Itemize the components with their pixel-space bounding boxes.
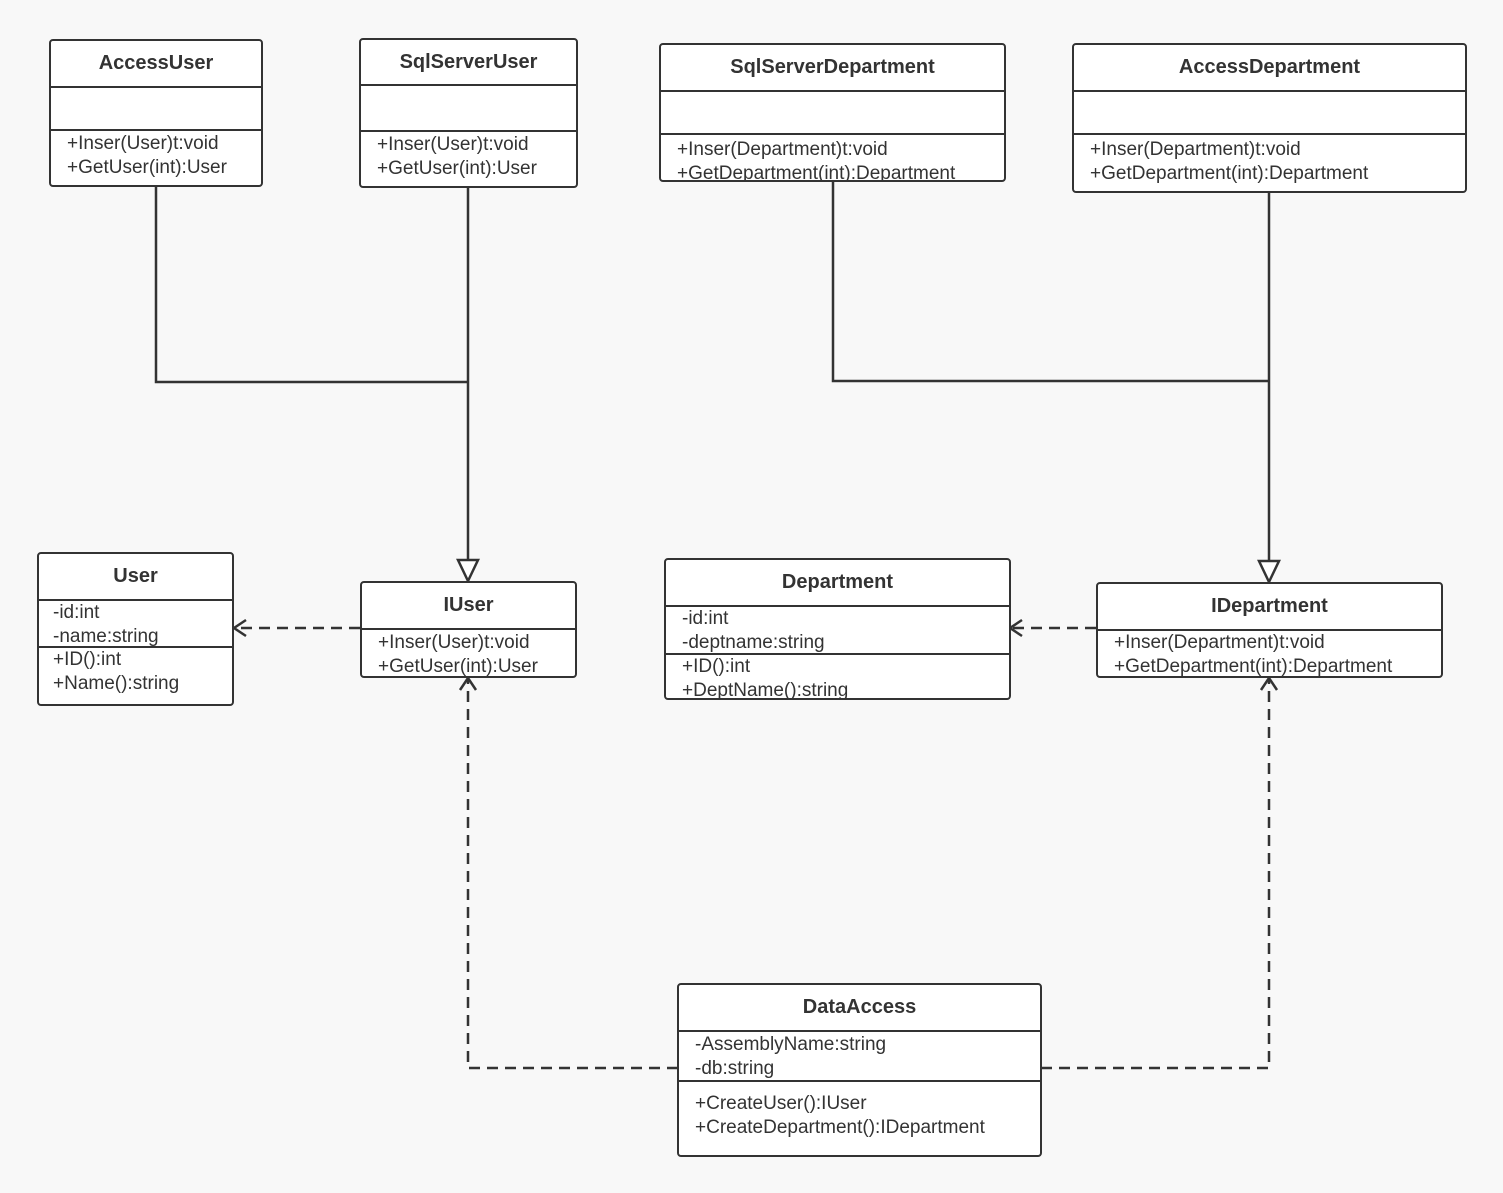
methods-section: +Inser(Department)t:void +GetDepartment(… bbox=[1074, 133, 1465, 191]
method: +CreateUser():IUser bbox=[695, 1093, 867, 1114]
method: +GetDepartment(int):Department bbox=[1114, 656, 1393, 677]
method: +GetUser(int):User bbox=[377, 158, 537, 179]
attributes-section bbox=[51, 86, 261, 129]
method: +GetDepartment(int):Department bbox=[677, 163, 956, 182]
attributes-section: -AssemblyName:string -db:string bbox=[679, 1030, 1040, 1080]
attribute: -AssemblyName:string bbox=[695, 1034, 887, 1055]
dependency-arrowhead-user bbox=[231, 618, 247, 638]
attributes-section bbox=[1074, 90, 1465, 133]
methods-section: +CreateUser():IUser +CreateDepartment():… bbox=[679, 1080, 1040, 1155]
method: +Inser(Department)t:void bbox=[677, 139, 888, 160]
method: +CreateDepartment():IDepartment bbox=[695, 1117, 985, 1138]
class-iuser[interactable]: IUser +Inser(User)t:void +GetUser(int):U… bbox=[360, 581, 577, 678]
class-name: DataAccess bbox=[802, 996, 917, 1018]
method: +Inser(Department)t:void bbox=[1114, 632, 1325, 653]
attributes-section bbox=[361, 84, 576, 130]
methods-section: +Inser(User)t:void +GetUser(int):User bbox=[51, 129, 261, 185]
class-dataaccess[interactable]: DataAccess -AssemblyName:string -db:stri… bbox=[677, 983, 1042, 1157]
method: +ID():int bbox=[682, 656, 751, 677]
dependency-arrowhead-idepartment bbox=[1259, 675, 1279, 691]
method: +DeptName():string bbox=[682, 680, 849, 700]
methods-section: +Inser(User)t:void +GetUser(int):User bbox=[362, 628, 575, 676]
attributes-section bbox=[661, 90, 1004, 133]
class-accessuser[interactable]: AccessUser +Inser(User)t:void +GetUser(i… bbox=[49, 39, 263, 187]
class-name: IDepartment bbox=[1211, 595, 1328, 617]
method: +GetDepartment(int):Department bbox=[1090, 163, 1369, 184]
class-name: User bbox=[113, 565, 158, 587]
class-sqlserverdepartment[interactable]: SqlServerDepartment +Inser(Department)t:… bbox=[659, 43, 1006, 182]
class-name: SqlServerUser bbox=[399, 50, 538, 73]
method: +Name():string bbox=[53, 673, 180, 694]
class-name: Department bbox=[781, 571, 894, 593]
methods-section: +ID():int +Name():string bbox=[39, 646, 232, 704]
class-sqlserveruser[interactable]: SqlServerUser +Inser(User)t:void +GetUse… bbox=[359, 38, 578, 188]
method: +Inser(User)t:void bbox=[377, 134, 529, 155]
realization-arrowhead-iuser bbox=[456, 558, 480, 584]
class-name: SqlServerDepartment bbox=[730, 56, 935, 78]
attribute: -id:int bbox=[53, 602, 100, 623]
method: +Inser(Department)t:void bbox=[1090, 139, 1301, 160]
methods-section: +ID():int +DeptName():string bbox=[666, 653, 1009, 698]
realization-sqlserverdepartment-idepartment bbox=[831, 181, 1269, 383]
realization-arrowhead-idepartment bbox=[1257, 559, 1281, 585]
realization-accessuser-iuser bbox=[154, 186, 468, 384]
attribute: -deptname:string bbox=[682, 632, 825, 653]
class-name: IUser bbox=[443, 594, 494, 616]
class-department[interactable]: Department -id:int -deptname:string +ID(… bbox=[664, 558, 1011, 700]
dependency-dataaccess-iuser bbox=[466, 680, 678, 1070]
methods-section: +Inser(Department)t:void +GetDepartment(… bbox=[1098, 629, 1441, 676]
class-idepartment[interactable]: IDepartment +Inser(Department)t:void +Ge… bbox=[1096, 582, 1443, 678]
attributes-section: -id:int -name:string bbox=[39, 599, 232, 647]
method: +GetUser(int):User bbox=[378, 656, 538, 677]
class-name: AccessDepartment bbox=[1178, 56, 1361, 78]
method: +ID():int bbox=[53, 649, 122, 670]
methods-section: +Inser(Department)t:void +GetDepartment(… bbox=[661, 133, 1004, 180]
attribute: -name:string bbox=[53, 626, 159, 647]
class-user[interactable]: User -id:int -name:string +ID():int +Nam… bbox=[37, 552, 234, 706]
attribute: -id:int bbox=[682, 608, 729, 629]
dependency-dataaccess-idepartment bbox=[1041, 680, 1271, 1070]
class-name: AccessUser bbox=[98, 52, 214, 74]
dependency-arrowhead-iuser bbox=[458, 675, 478, 691]
method: +Inser(User)t:void bbox=[67, 133, 219, 154]
attributes-section: -id:int -deptname:string bbox=[666, 605, 1009, 653]
class-accessdepartment[interactable]: AccessDepartment +Inser(Department)t:voi… bbox=[1072, 43, 1467, 193]
methods-section: +Inser(User)t:void +GetUser(int):User bbox=[361, 130, 576, 186]
method: +Inser(User)t:void bbox=[378, 632, 530, 653]
method: +GetUser(int):User bbox=[67, 157, 227, 178]
attribute: -db:string bbox=[695, 1058, 775, 1079]
